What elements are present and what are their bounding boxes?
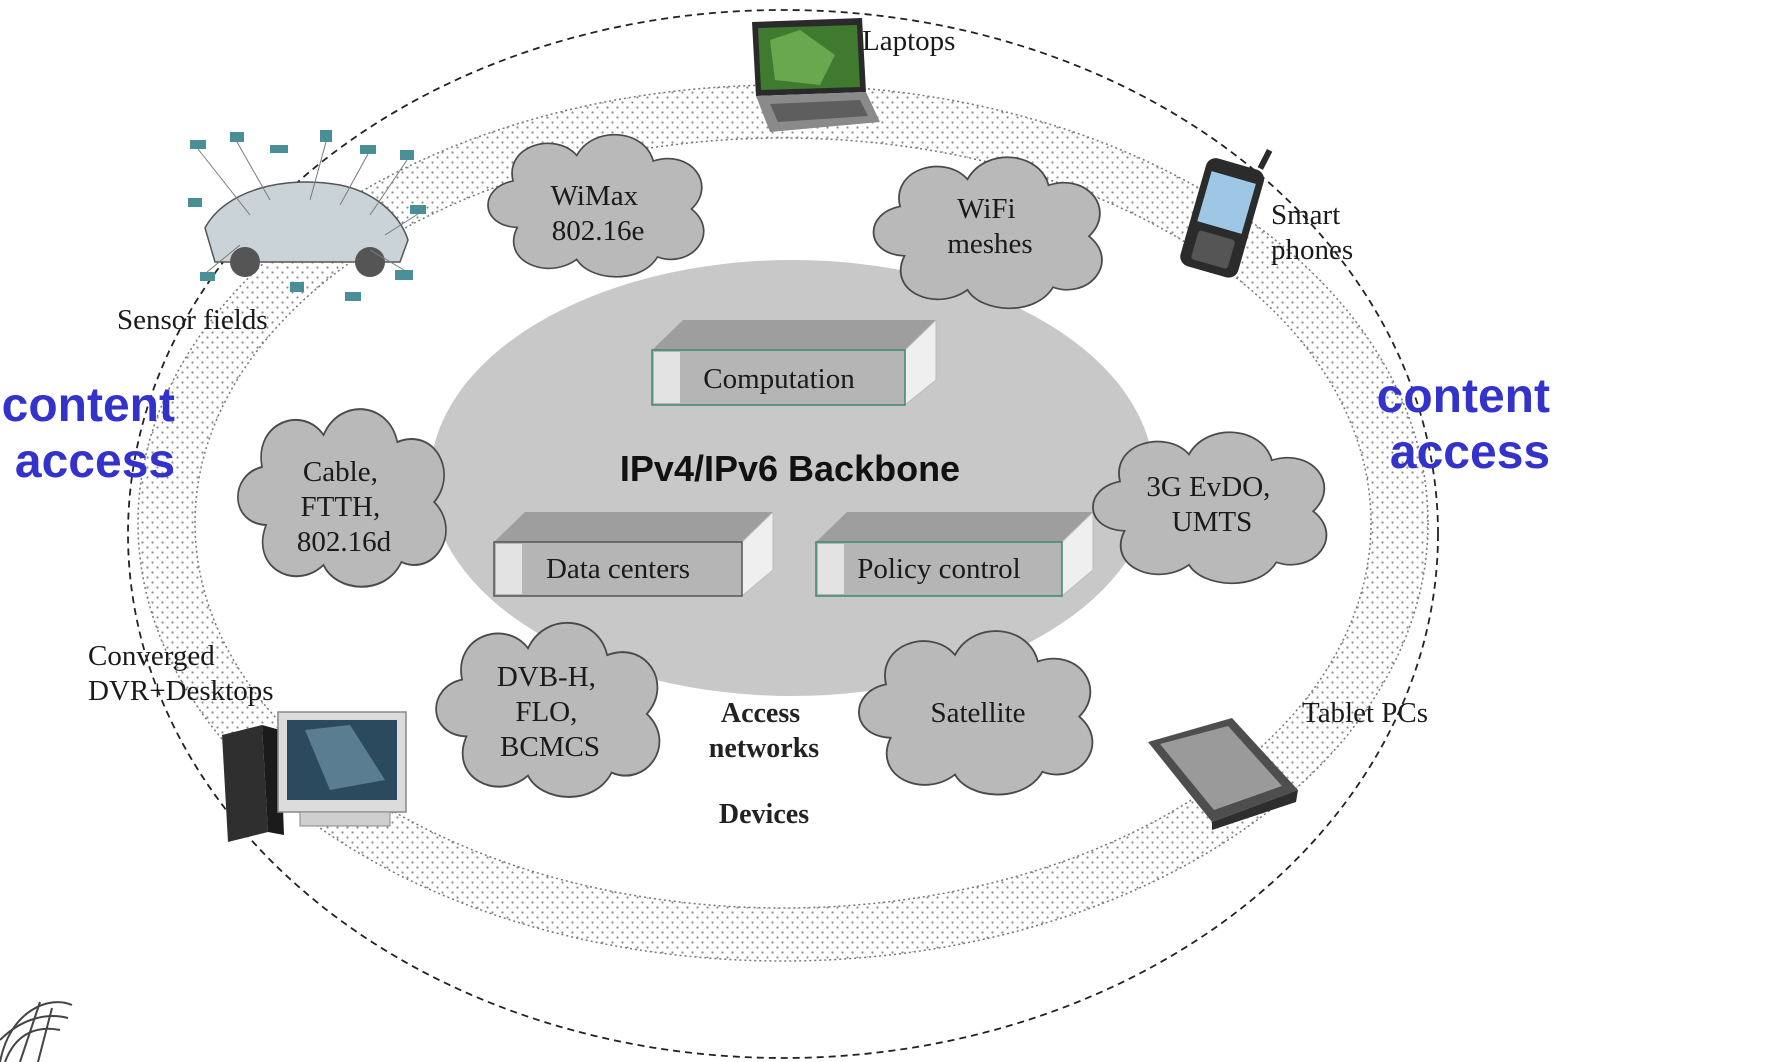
cloud-wimax-label: WiMax 802.16e (551, 180, 646, 247)
cloud-satellite-label: Satellite (930, 697, 1025, 729)
cloud-cable-label: Cable, FTTH, 802.16d (297, 456, 392, 558)
cloud-3g-label: 3G EvDO, UMTS (1146, 471, 1277, 538)
smartphones-label: Smart phones (1271, 199, 1353, 266)
content-access-left: content access (2, 379, 189, 488)
content-access-boundary (127, 9, 1439, 1059)
cloud-wifi-label: WiFi meshes (947, 193, 1032, 260)
tablet-icon (1148, 718, 1298, 830)
sensor-fields-label: Sensor fields (117, 304, 268, 336)
access-networks-label: Access networks (709, 698, 820, 764)
devices-label: Devices (719, 799, 809, 830)
cloud-dvb-label: DVB-H, FLO, BCMCS (497, 661, 603, 763)
content-access-right: content access (1377, 370, 1564, 479)
converged-label: Converged DVR+Desktops (88, 640, 274, 707)
smartphone-icon (1180, 148, 1273, 278)
logo-icon (0, 1001, 73, 1062)
laptop-icon (752, 18, 880, 132)
tablet-label: Tablet PCs (1302, 697, 1428, 729)
desktop-dvr-icon (222, 711, 407, 842)
sensor-car-icon (188, 130, 426, 301)
laptops-label: Laptops (862, 25, 955, 57)
data-centers-box: Data centers (493, 510, 774, 598)
backbone-title: IPv4/IPv6 Backbone (620, 448, 960, 489)
computation-label: Computation (703, 363, 855, 395)
data-centers-label: Data centers (546, 553, 690, 585)
policy-control-label: Policy control (857, 553, 1021, 585)
computation-box: Computation (651, 318, 937, 407)
policy-control-box: Policy control (815, 510, 1094, 598)
